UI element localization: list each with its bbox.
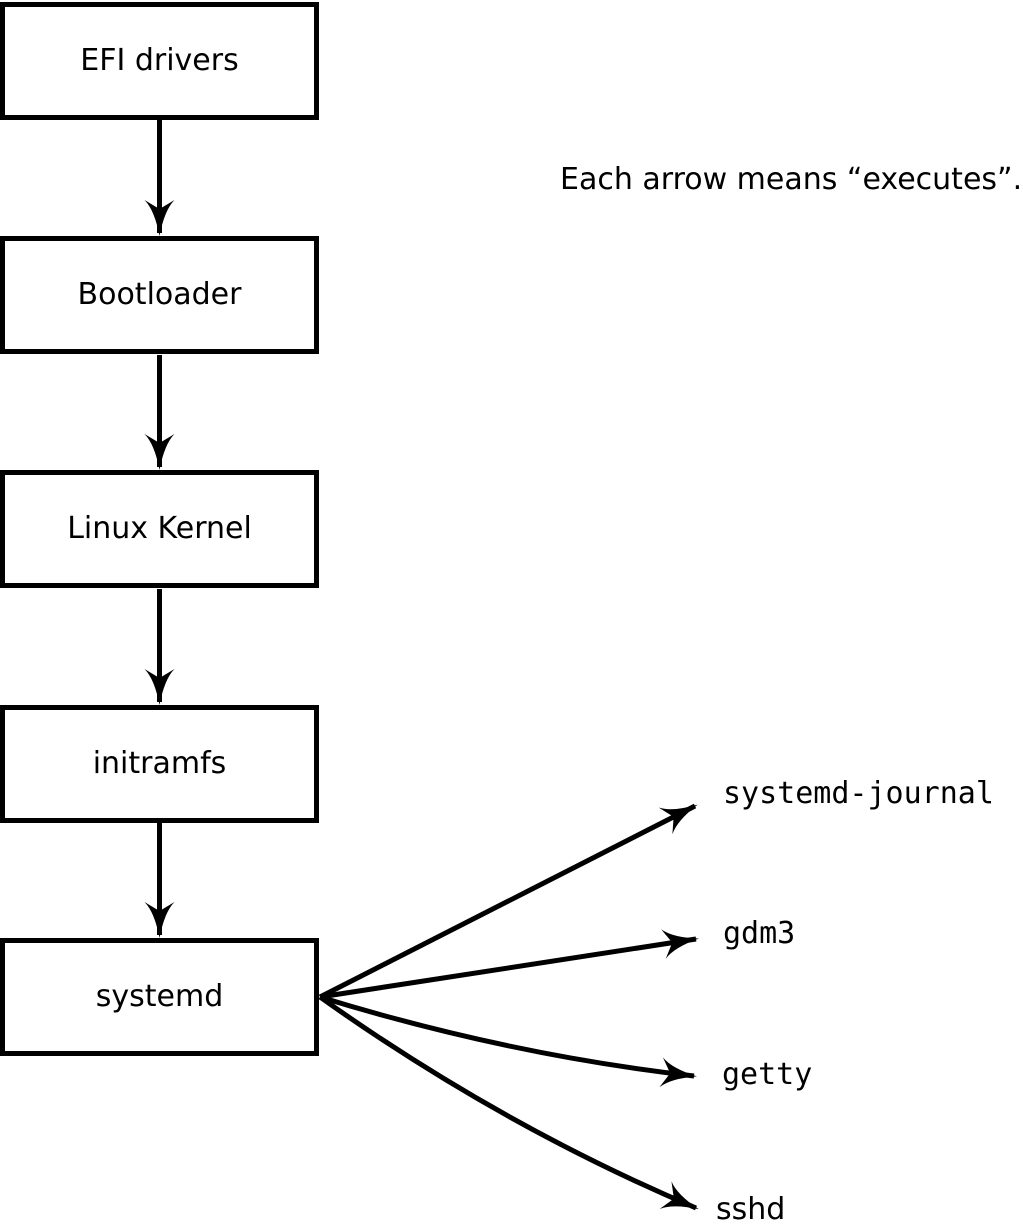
- node-bootloader: Bootloader: [0, 236, 319, 354]
- node-bootloader-label: Bootloader: [77, 277, 242, 312]
- node-initramfs: initramfs: [0, 705, 319, 823]
- arrow-systemd-to-sshd: [318, 994, 699, 1211]
- node-linux-kernel-label: Linux Kernel: [67, 511, 252, 546]
- diagram-caption: Each arrow means “executes”.: [560, 162, 1023, 197]
- process-label-sshd: sshd: [716, 1192, 786, 1227]
- node-systemd-label: systemd: [95, 979, 224, 1014]
- process-label-gdm3: gdm3: [723, 916, 796, 951]
- node-systemd: systemd: [0, 938, 319, 1056]
- arrow-systemd-to-journal: [318, 803, 698, 1000]
- node-linux-kernel: Linux Kernel: [0, 470, 319, 588]
- node-initramfs-label: initramfs: [92, 746, 227, 781]
- process-label-getty: getty: [722, 1057, 813, 1092]
- node-efi-drivers: EFI drivers: [0, 2, 319, 120]
- node-efi-drivers-label: EFI drivers: [80, 43, 239, 78]
- process-label-systemd-journal: systemd-journal: [723, 776, 994, 811]
- arrow-systemd-to-getty: [319, 994, 697, 1088]
- arrow-systemd-to-gdm3: [319, 929, 699, 1000]
